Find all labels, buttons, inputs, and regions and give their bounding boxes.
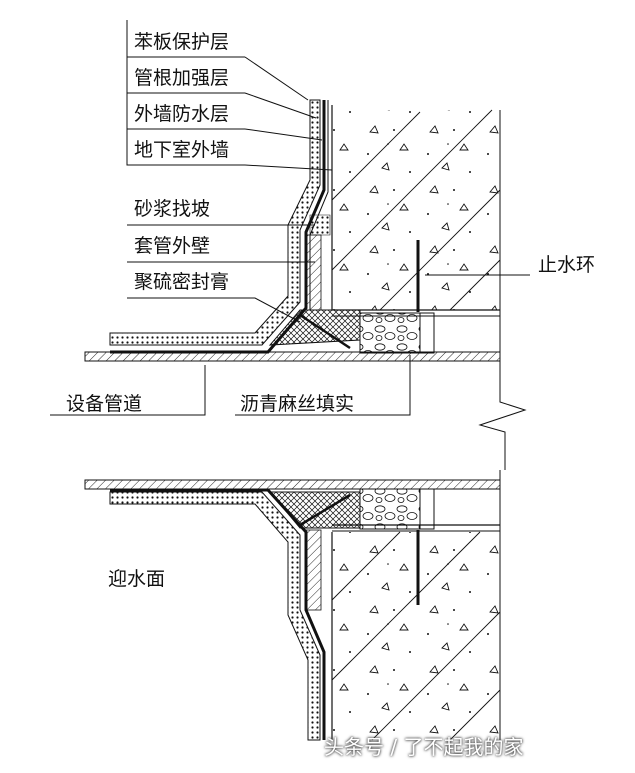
label-water-stop-ring: 止水环 <box>538 254 596 276</box>
sleeve-wall-hatch <box>304 234 322 311</box>
equipment-pipe-top <box>84 351 501 362</box>
sleeve-wall-hatch-bottom <box>304 529 322 611</box>
asphalt-hemp-fill <box>359 312 421 354</box>
sealant-tail <box>299 313 351 350</box>
basement-wall-concrete-bottom <box>332 532 500 740</box>
label-sealant: 聚硫密封膏 <box>134 271 230 293</box>
label-sleeve-wall: 套管外壁 <box>134 235 211 257</box>
water-stop-plate <box>419 312 435 354</box>
bottom-detail <box>84 470 501 741</box>
label-protection-board: 苯板保护层 <box>134 31 230 53</box>
leader-lines <box>50 20 530 416</box>
mortar-slope <box>309 214 331 236</box>
label-equipment-pipe: 设备管道 <box>66 393 143 415</box>
water-stop-plate-bottom <box>419 488 435 530</box>
wall-section-lines <box>331 109 501 311</box>
label-waterproof-layer: 外墙防水层 <box>134 103 230 125</box>
break-symbol <box>478 395 527 470</box>
basement-wall-concrete <box>332 110 500 310</box>
label-asphalt-fill: 沥青麻丝填实 <box>240 393 355 415</box>
equipment-pipe-bottom <box>84 479 501 490</box>
sealant-tail-bottom <box>299 493 351 527</box>
label-mortar-slope: 砂浆找坡 <box>134 198 211 220</box>
protection-board-layer <box>109 99 321 346</box>
top-detail <box>84 99 527 470</box>
label-reinforcement-layer: 管根加强层 <box>134 67 230 89</box>
label-basement-wall: 地下室外墙 <box>134 139 230 161</box>
wall-section-lines-bottom <box>331 531 501 741</box>
watermark: 头条号 / 了不起我的家 <box>324 735 524 759</box>
protection-board-layer-bottom <box>109 491 321 741</box>
asphalt-hemp-fill-bottom <box>359 488 421 530</box>
label-water-side: 迎水面 <box>108 568 166 590</box>
